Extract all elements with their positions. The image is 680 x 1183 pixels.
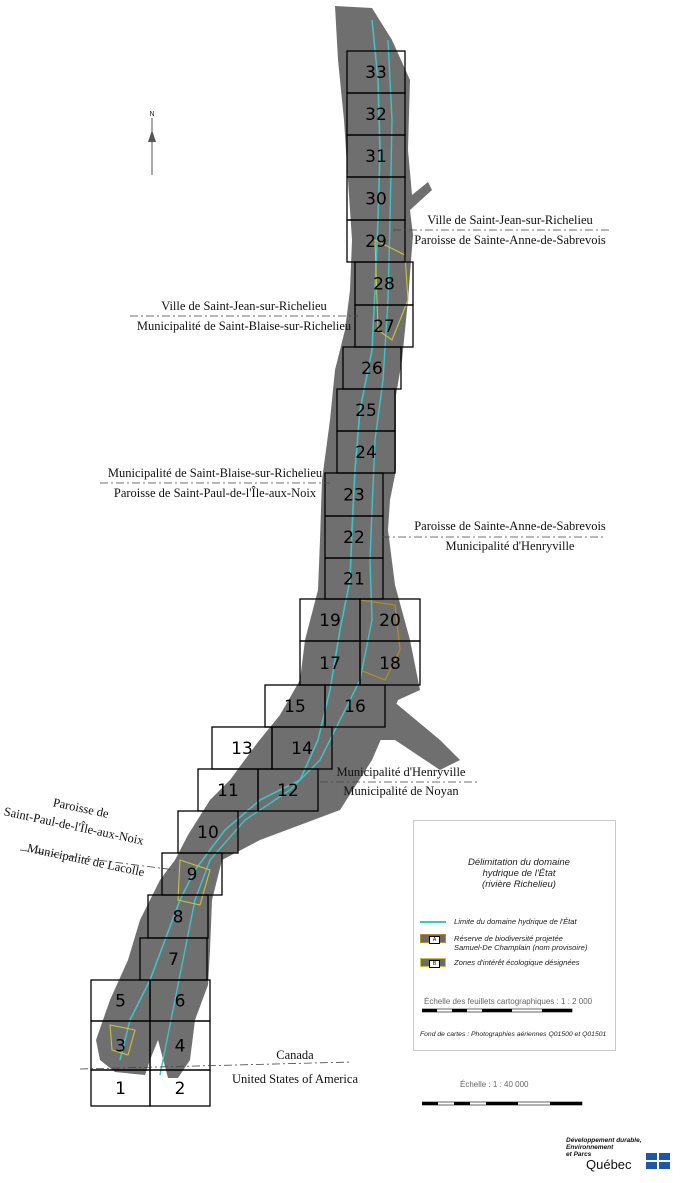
- sheet-21-label: 21: [343, 570, 365, 590]
- sheet-4-label: 4: [175, 1037, 186, 1057]
- boundary-label-sabrevois-top: Paroisse de Sainte-Anne-de-Sabrevois: [414, 519, 606, 533]
- boundary-label-north-bottom: Paroisse de Sainte-Anne-de-Sabrevois: [414, 233, 606, 247]
- svg-text:N: N: [149, 110, 154, 118]
- sheet-29-label: 29: [365, 232, 387, 252]
- sheet-20-frame: [359, 598, 421, 642]
- boundary-label-saint-jean-bottom: Municipalité de Saint-Blaise-sur-Richeli…: [137, 319, 352, 333]
- boundary-label-north-top: Ville de Saint-Jean-sur-Richelieu: [427, 213, 593, 227]
- boundary-label-sabrevois-bottom: Municipalité d'Henryville: [446, 539, 575, 553]
- sheet-33-label: 33: [365, 63, 387, 83]
- quebec-logo: Développement durable, Environnement et …: [566, 1137, 670, 1172]
- boundary-lines: [19, 229, 612, 1070]
- legend-title: Délimitation du domaine hydrique de l'Ét…: [468, 857, 570, 890]
- sheet-6-label: 6: [175, 992, 186, 1012]
- ecological-zone-outline: [109, 239, 409, 1056]
- source-note: Fond de cartes : Photographies aériennes…: [420, 1031, 607, 1038]
- boundary-label-henryville-bottom: Municipalité de Noyan: [343, 784, 459, 798]
- zones-swatch: B: [420, 958, 446, 968]
- sheet-scale-bar: [422, 1008, 573, 1013]
- sheet-7-label: 7: [168, 950, 179, 970]
- sheet-scale-label: Échelle des feuillets cartographiques : …: [424, 997, 593, 1006]
- sheet-8-label: 8: [173, 908, 184, 928]
- sheet-23-label: 23: [343, 486, 365, 506]
- sheet-12-label: 12: [277, 781, 299, 801]
- reserve-swatch: A: [420, 934, 446, 944]
- boundary-label-saint-jean-top: Ville de Saint-Jean-sur-Richelieu: [161, 299, 327, 313]
- fleurdelise-flag-icon: [646, 1153, 670, 1169]
- sheet-17-label: 17: [319, 654, 341, 674]
- sheet-2-label: 2: [175, 1079, 186, 1099]
- boundary-label-lacolle-bottom: Municipalité de Lacolle: [26, 841, 146, 880]
- river-line-swatch: [420, 917, 446, 926]
- sheet-13-label: 13: [231, 739, 253, 759]
- aerial-photo-tributary: [300, 690, 460, 770]
- boundary-label-canada: Canada: [276, 1048, 314, 1062]
- sheet-30-label: 30: [365, 190, 387, 210]
- boundary-label-saint-blaise-top: Municipalité de Saint-Blaise-sur-Richeli…: [108, 466, 323, 480]
- sheet-20-label: 20: [379, 611, 401, 631]
- boundary-label-henryville-top: Municipalité d'Henryville: [337, 765, 466, 779]
- sheet-26-label: 26: [361, 359, 383, 379]
- sheet-28-label: 28: [373, 275, 395, 295]
- boundary-label-usa: United States of America: [232, 1072, 358, 1086]
- sheet-1-label: 1: [115, 1079, 126, 1099]
- boundary-label-saint-blaise-bottom: Paroisse de Saint-Paul-de-l'Île-aux-Noix: [114, 486, 317, 500]
- legend-panel: Délimitation du domaine hydrique de l'Ét…: [413, 820, 616, 1051]
- sheet-19-label: 19: [319, 611, 341, 631]
- north-arrow-icon: N: [148, 110, 156, 175]
- sheet-33-frame: [346, 50, 406, 94]
- main-scale-label: Échelle : 1 : 40 000: [460, 1080, 529, 1089]
- sheet-27-label: 27: [373, 317, 395, 337]
- sheet-11-label: 11: [217, 781, 239, 801]
- river-limit-line-east: [159, 39, 393, 1076]
- sheet-15-label: 15: [284, 697, 306, 717]
- river-limit-line: [119, 19, 381, 1061]
- quebec-wordmark: Québec: [586, 1157, 632, 1172]
- sheet-18-label: 18: [379, 654, 401, 674]
- aerial-photo-strip: [96, 6, 432, 1078]
- sheet-5-label: 5: [115, 992, 126, 1012]
- sheet-9-label: 9: [187, 865, 198, 885]
- sheet-3-label: 3: [115, 1037, 126, 1057]
- sheet-31-label: 31: [365, 147, 387, 167]
- sheet-24-label: 24: [355, 443, 377, 463]
- sheet-32-label: 32: [365, 105, 387, 125]
- sheet-10-label: 10: [197, 823, 219, 843]
- sheet-14-label: 14: [291, 739, 313, 759]
- sheet-22-label: 22: [343, 528, 365, 548]
- sheet-25-label: 25: [355, 401, 377, 421]
- sheet-16-label: 16: [344, 697, 366, 717]
- main-scale-bar: [422, 1101, 583, 1106]
